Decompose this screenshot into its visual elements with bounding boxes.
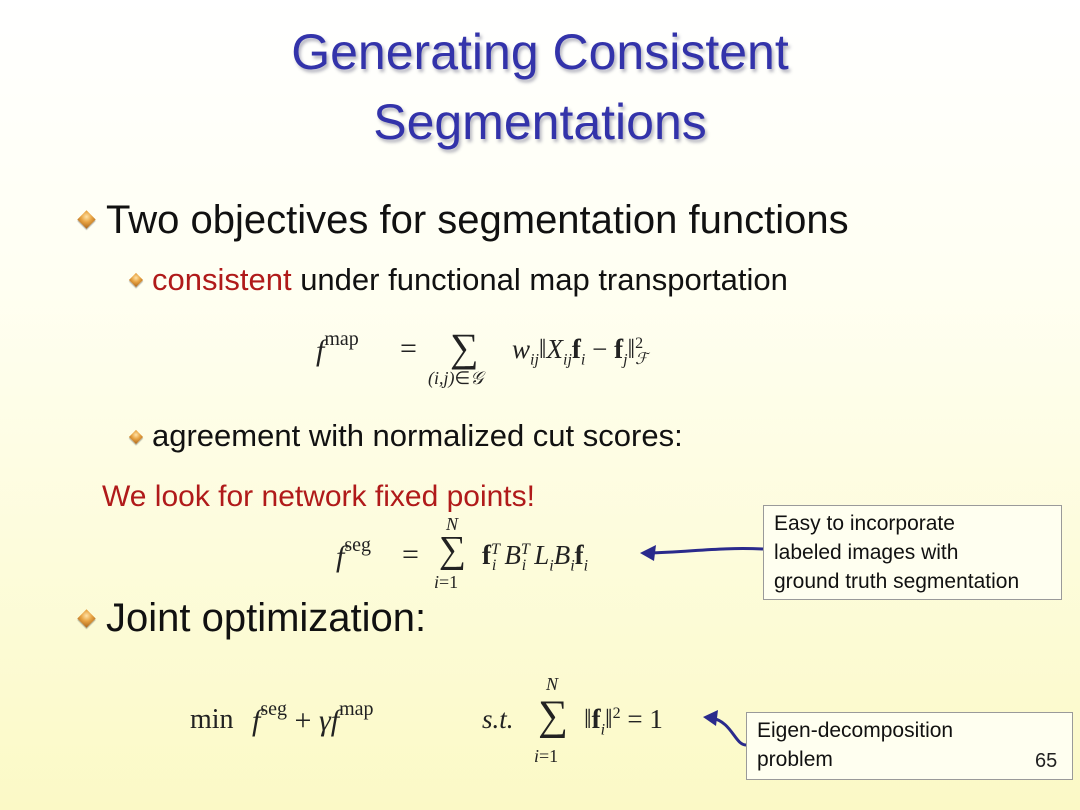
bullet-objectives: Two objectives for segmentation function… (106, 198, 849, 242)
callout-line: problem (757, 748, 833, 771)
arrow-head-icon (703, 710, 718, 726)
page-number: 65 (1035, 750, 1058, 772)
callout-line: labeled images with (774, 541, 959, 564)
callout-labeled-images: Easy to incorporate labeled images with … (763, 505, 1062, 600)
slide-title-line-2: Segmentations (373, 94, 707, 150)
consistent-keyword: consistent (152, 262, 292, 297)
callout-line: ground truth segmentation (774, 570, 1020, 593)
sub-bullet-consistent: consistent under functional map transpor… (152, 262, 788, 298)
bullet-joint-optimization: Joint optimization: (106, 596, 427, 640)
arrow-to-constraint (711, 716, 747, 747)
callout-line: Eigen-decomposition (757, 719, 954, 742)
formula-joint-optimization: N min fseg + γfmap s.t. ∑ i=1 ‖fi‖2 = 1 (190, 674, 663, 766)
arrow-head-icon (640, 545, 656, 561)
slide-title-line-1: Generating Consistent (291, 24, 789, 80)
fixed-points-note: We look for network fixed points! (102, 480, 535, 513)
arrow-to-f-seg (647, 547, 764, 555)
callout-eigen-decomposition: Eigen-decomposition problem (746, 712, 1073, 780)
consistent-rest: under functional map transportation (291, 262, 788, 297)
sub-bullet-agreement: agreement with normalized cut scores: (152, 418, 683, 453)
formula-f-map: fmap = ∑ (i,j)∈𝒢 wij‖Xijfi − fj‖2ℱ (316, 325, 648, 388)
callout-line: Easy to incorporate (774, 512, 955, 535)
